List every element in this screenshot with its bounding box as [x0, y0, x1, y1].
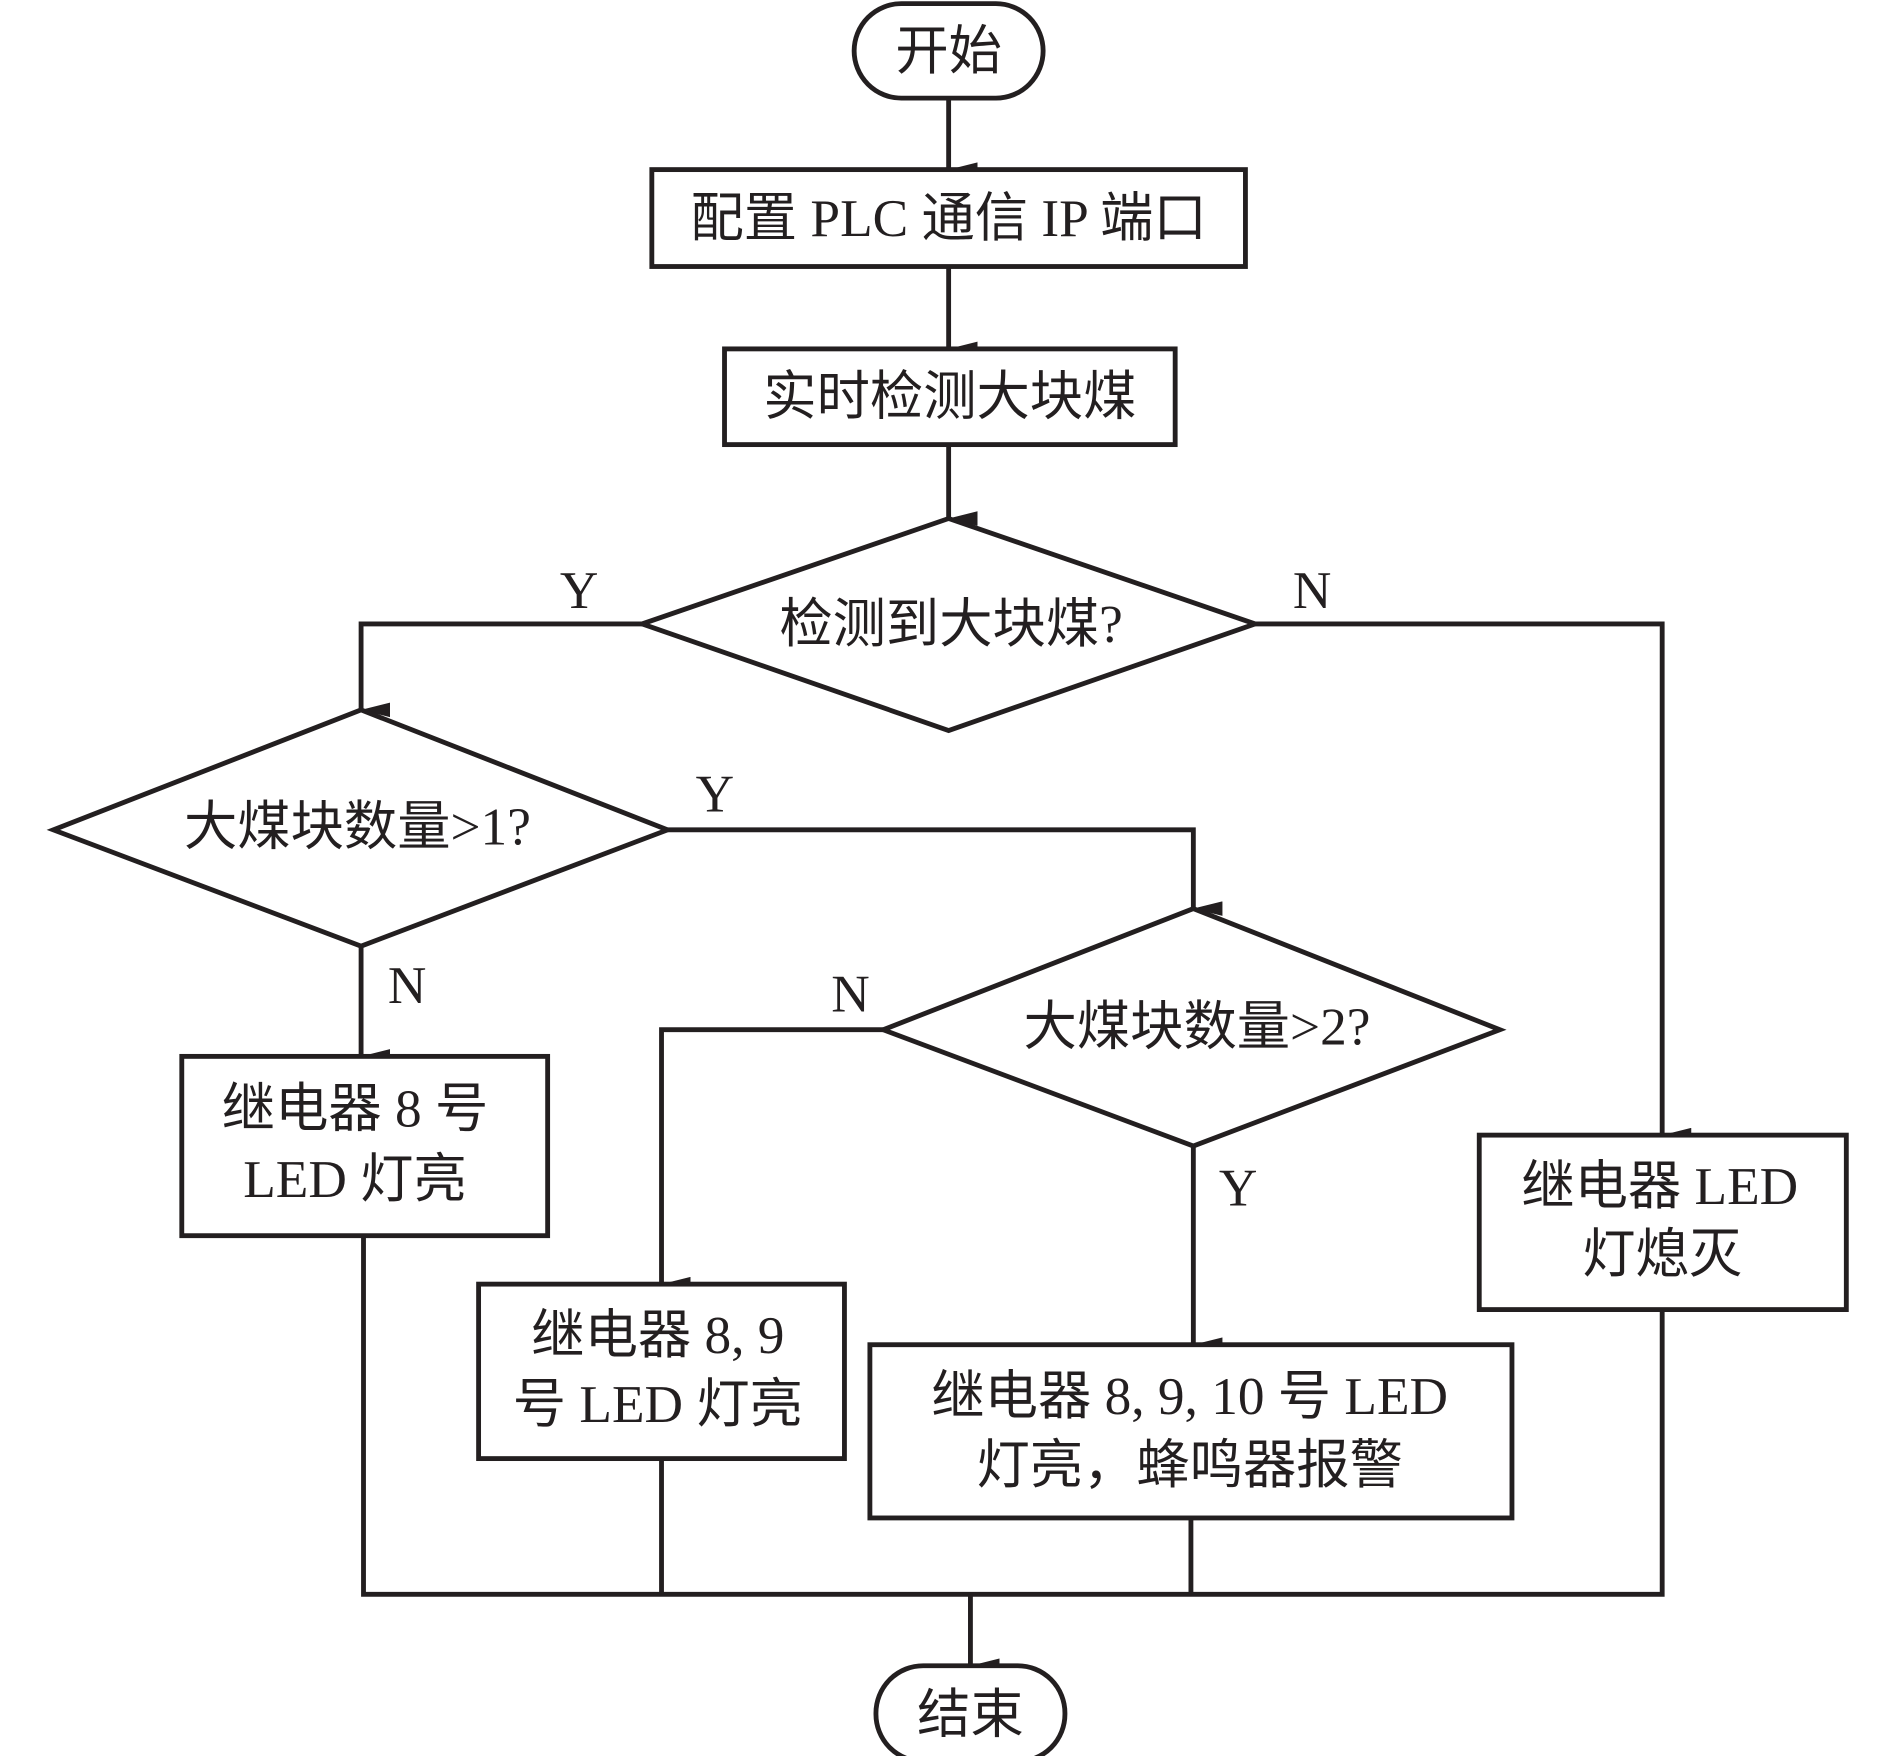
config-process: 配置 PLC 通信 IP 端口: [649, 167, 1248, 269]
relay-8910-process: 继电器 8, 9, 10 号 LED 灯亮，蜂鸣器报警: [867, 1342, 1515, 1521]
relay-89-line1: 继电器 8, 9: [531, 1306, 784, 1365]
arrow-d2-yes: [667, 827, 1223, 916]
arrow-d1-yes: [358, 621, 643, 718]
decision-1-label: 检测到大块煤?: [779, 595, 1122, 654]
relay-8910-line2: 灯亮，蜂鸣器报警: [977, 1436, 1403, 1495]
start-label: 开始: [895, 22, 1002, 81]
end-terminal: 结束: [873, 1663, 1068, 1756]
connectors: [358, 99, 1692, 1674]
relay-8910-line1: 继电器 8, 9, 10 号 LED: [931, 1367, 1448, 1426]
d1-yes-label: Y: [560, 561, 598, 620]
relay-8-line2: LED 灯亮: [243, 1150, 467, 1209]
d1-no-label: N: [1293, 561, 1332, 620]
decision-3-label: 大煤块数量>2?: [1024, 997, 1371, 1056]
relay-89-process: 继电器 8, 9 号 LED 灯亮: [476, 1281, 847, 1462]
merge-line: [361, 1235, 1665, 1597]
d3-yes-label: Y: [1219, 1158, 1258, 1217]
detect-label: 实时检测大块煤: [763, 367, 1136, 426]
relay-off-line2: 灯熄灭: [1582, 1225, 1742, 1284]
relay-8-process: 继电器 8 号 LED 灯亮: [179, 1053, 551, 1239]
d2-yes-label: Y: [696, 765, 735, 824]
decision-3: 大煤块数量>2?: [876, 905, 1507, 1149]
d2-no-label: N: [388, 956, 427, 1015]
end-label: 结束: [917, 1685, 1024, 1744]
config-label: 配置 PLC 通信 IP 端口: [691, 189, 1207, 248]
d3-no-label: N: [831, 965, 870, 1024]
relay-8-line1: 继电器 8 号: [222, 1080, 488, 1139]
relay-off-line1: 继电器 LED: [1521, 1157, 1798, 1216]
decision-2: 大煤块数量>1?: [46, 707, 675, 949]
relay-off-process: 继电器 LED 灯熄灭: [1476, 1132, 1849, 1313]
decision-1: 检测到大块煤?: [634, 515, 1263, 734]
detect-process: 实时检测大块煤: [722, 346, 1178, 448]
arrow-d1-no: [1255, 621, 1692, 1143]
start-terminal: 开始: [851, 1, 1046, 101]
decision-2-label: 大煤块数量>1?: [184, 797, 531, 856]
relay-89-line2: 号 LED 灯亮: [513, 1375, 803, 1434]
arrow-d3-no: [659, 1027, 884, 1292]
